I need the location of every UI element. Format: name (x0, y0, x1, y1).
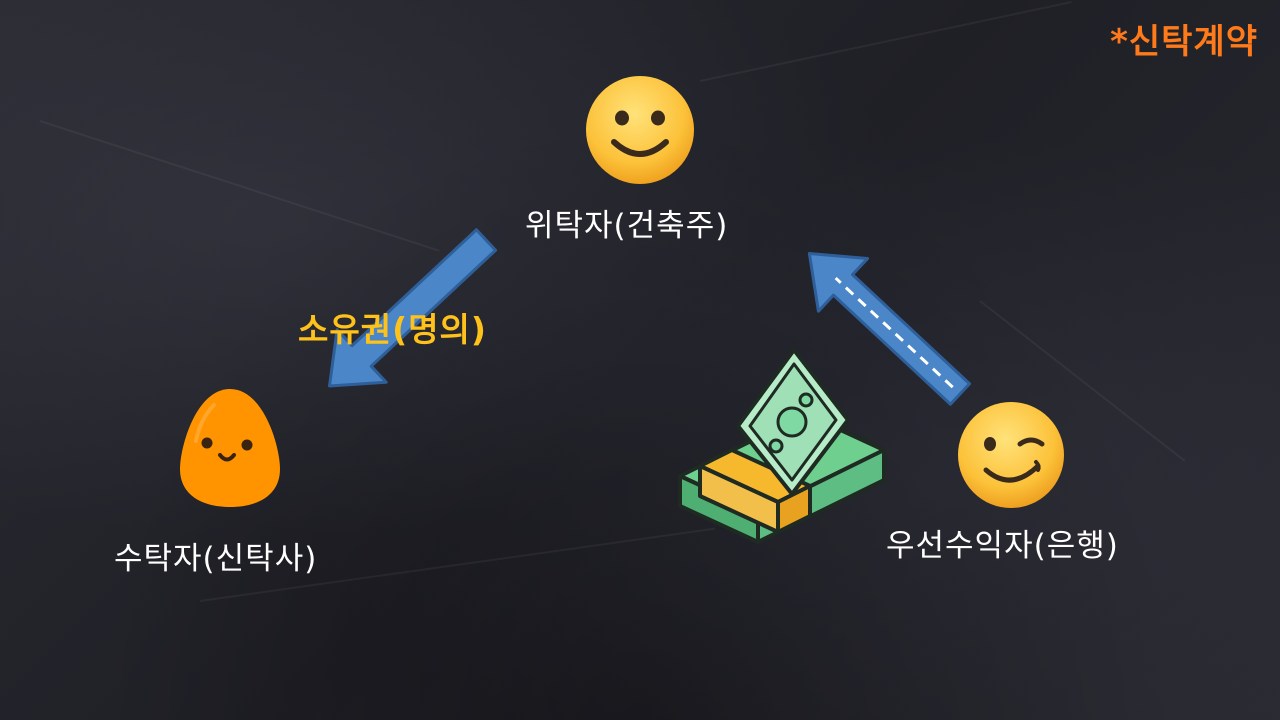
trustor-label: 위탁자(건축주) (525, 208, 729, 244)
smiling-face-icon (586, 76, 694, 184)
winking-face-icon (958, 402, 1064, 508)
ownership-arrow-icon (327, 228, 498, 388)
trustee-label: 수탁자(신탁사) (114, 541, 318, 577)
egg-face-icon (180, 389, 280, 507)
beneficiary-label: 우선수익자(은행) (886, 528, 1119, 564)
beneficiary-arrow-icon (807, 252, 972, 406)
page-title: *신탁계약 (1110, 22, 1258, 62)
money-stack-icon (678, 348, 886, 544)
ownership-label: 소유권(명의) (298, 310, 487, 349)
